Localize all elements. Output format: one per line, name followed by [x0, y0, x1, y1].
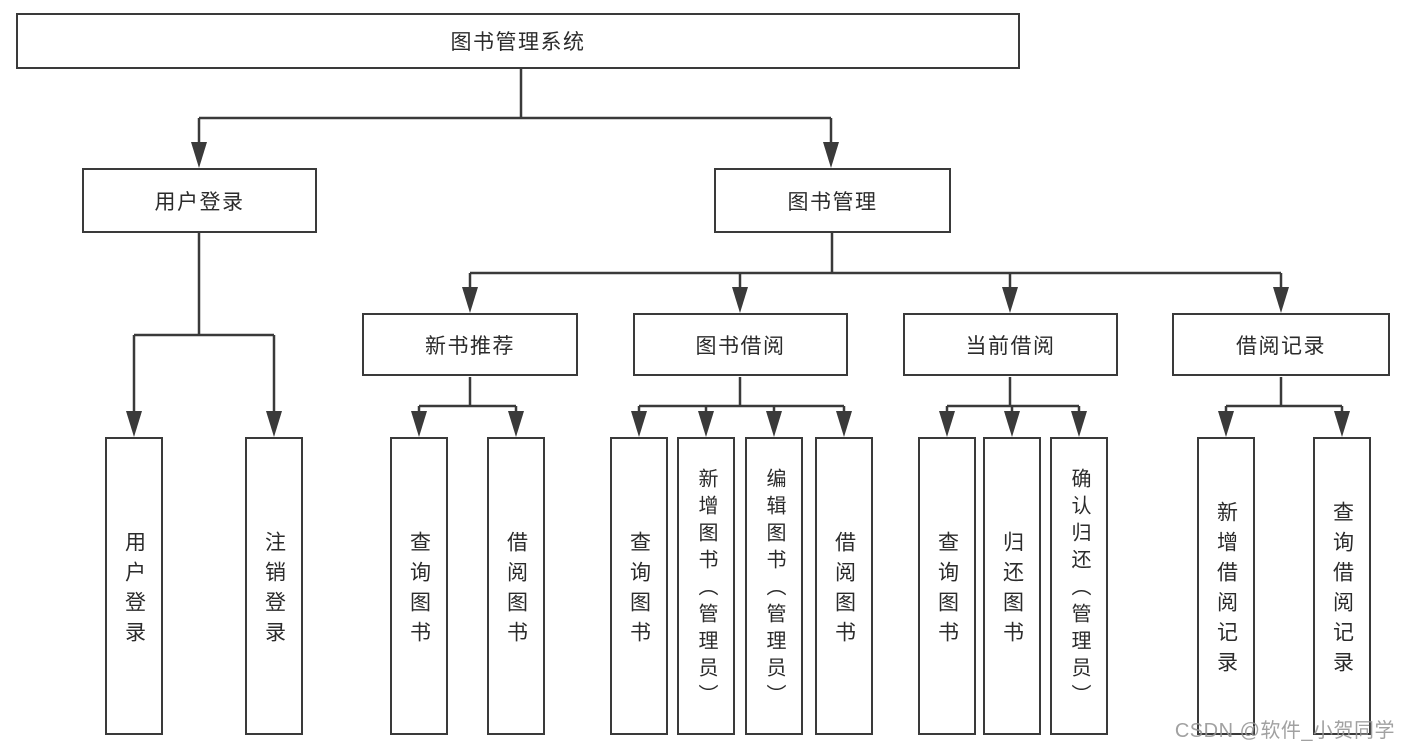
leaf-query-books-recommend: 查询图书	[390, 437, 448, 735]
leaf-confirm-return-admin: 确认归还（管理员）	[1050, 437, 1108, 735]
leaf-borrow-books-recommend: 借阅图书	[487, 437, 545, 735]
node-book-borrowing: 图书借阅	[633, 313, 848, 376]
node-new-book-recommend-label: 新书推荐	[425, 334, 515, 358]
node-current-borrowing: 当前借阅	[903, 313, 1118, 376]
node-book-borrowing-label: 图书借阅	[695, 334, 786, 358]
leaf-query-books-borrow-label: 查询图书	[627, 530, 651, 651]
node-borrowing-records-label: 借阅记录	[1236, 334, 1326, 358]
leaf-query-books-current: 查询图书	[918, 437, 976, 735]
leaf-query-borrow-record: 查询借阅记录	[1313, 437, 1371, 735]
leaf-add-books-admin-label: 新增图书（管理员）	[695, 468, 717, 711]
leaf-logout: 注销登录	[245, 437, 303, 735]
leaf-add-borrow-record-label: 新增借阅记录	[1214, 500, 1238, 681]
leaf-edit-books-admin: 编辑图书（管理员）	[745, 437, 803, 735]
leaf-query-borrow-record-label: 查询借阅记录	[1330, 500, 1354, 681]
leaf-query-books-borrow: 查询图书	[610, 437, 668, 735]
leaf-user-login-label: 用户登录	[122, 530, 146, 651]
leaf-logout-label: 注销登录	[262, 530, 286, 651]
leaf-add-borrow-record: 新增借阅记录	[1197, 437, 1255, 735]
leaf-query-books-current-label: 查询图书	[935, 530, 959, 651]
csdn-watermark: CSDN @软件_小贺同学	[1174, 720, 1395, 742]
leaf-return-books: 归还图书	[983, 437, 1041, 735]
leaf-borrow-books-borrow: 借阅图书	[815, 437, 873, 735]
leaf-return-books-label: 归还图书	[1000, 530, 1024, 651]
node-borrowing-records: 借阅记录	[1172, 313, 1390, 376]
leaf-borrow-books-recommend-label: 借阅图书	[504, 530, 528, 651]
node-book-management-label: 图书管理	[787, 190, 878, 214]
node-book-management: 图书管理	[714, 168, 951, 233]
node-root-label: 图书管理系统	[450, 31, 586, 54]
leaf-user-login: 用户登录	[105, 437, 163, 735]
leaf-add-books-admin: 新增图书（管理员）	[677, 437, 735, 735]
leaf-query-books-recommend-label: 查询图书	[407, 530, 431, 651]
node-current-borrowing-label: 当前借阅	[965, 334, 1056, 358]
leaf-edit-books-admin-label: 编辑图书（管理员）	[763, 468, 785, 711]
node-new-book-recommend: 新书推荐	[362, 313, 578, 376]
leaf-confirm-return-admin-label: 确认归还（管理员）	[1068, 468, 1090, 711]
node-root: 图书管理系统	[16, 13, 1020, 69]
leaf-borrow-books-borrow-label: 借阅图书	[832, 530, 856, 651]
node-user-login-label: 用户登录	[154, 190, 245, 214]
node-user-login: 用户登录	[82, 168, 317, 233]
